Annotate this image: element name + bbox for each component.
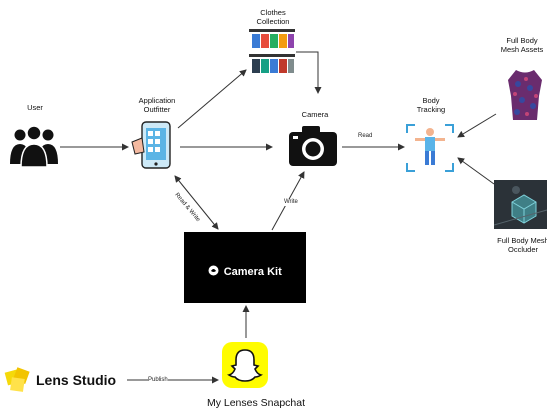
snapchat-ghost-icon [222, 342, 268, 388]
edge-label-publish: Publish [148, 377, 168, 384]
body-tracking-label: Body Tracking [416, 96, 446, 114]
mesh-assets-garment-icon [508, 70, 542, 120]
snapchat-label: My Lenses Snapchat [206, 397, 306, 409]
body-tracking-icon [406, 124, 454, 172]
camera-kit-box: Camera Kit [184, 232, 306, 303]
mesh-assets-label: Full Body Mesh Assets [500, 36, 544, 54]
users-icon [10, 125, 58, 168]
edge-meshassets-bodytracking [457, 113, 497, 138]
edge-app-camerakit [174, 175, 219, 230]
user-label: User [27, 103, 43, 112]
edge-app-clothes [177, 69, 247, 129]
lens-studio-label: Lens Studio [36, 372, 117, 388]
lens-studio-logo-icon [4, 367, 30, 392]
edge-clothes-camera [296, 51, 322, 94]
camera-label: Camera [301, 110, 329, 119]
clothes-rack-icon [249, 29, 295, 73]
edge-label-write: Write [284, 199, 298, 206]
phone-app-icon [131, 121, 171, 169]
edge-occluder-bodytracking [457, 157, 495, 185]
clothes-label: Clothes Collection [256, 8, 290, 26]
camera-icon [289, 126, 337, 166]
camera-kit-label: Camera Kit [223, 266, 282, 278]
edge-label-read: Read [358, 133, 373, 140]
camera-kit-logo-icon [208, 265, 219, 276]
mesh-occluder-label: Full Body Mesh Occluder [497, 236, 547, 254]
app-label: Application Outfitter [138, 96, 176, 114]
mesh-occluder-icon [494, 180, 547, 229]
